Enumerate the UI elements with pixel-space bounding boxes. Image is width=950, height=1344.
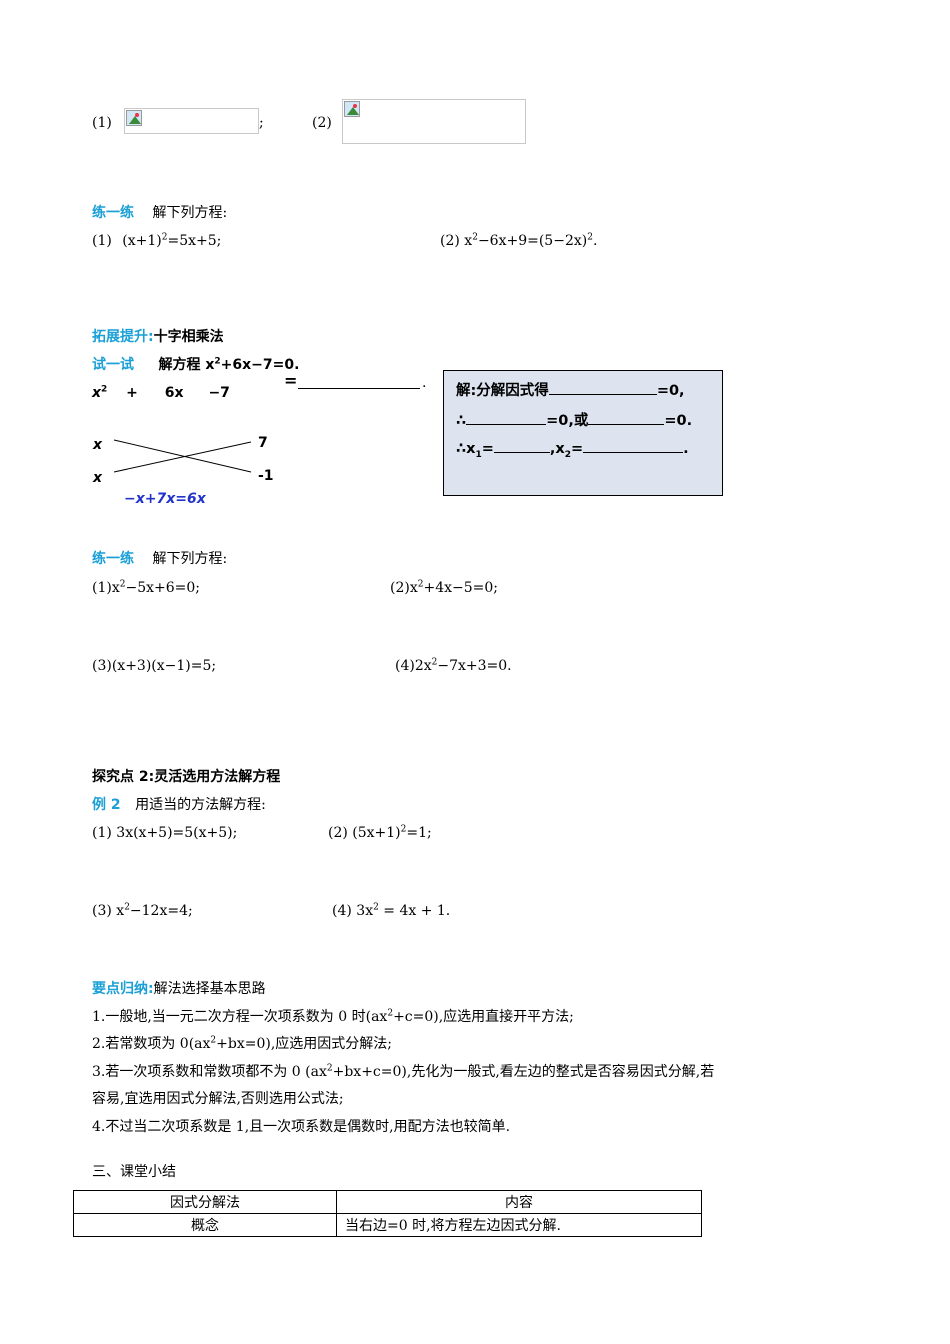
practice1-heading: 练一练 解下列方程: <box>92 205 228 221</box>
try-heading: 试一试 解方程 x2+6x−7=0. <box>92 356 300 373</box>
practice1-q1: (1) (x+1)2=5x+5; <box>92 232 222 249</box>
broken-image-icon <box>344 101 360 117</box>
summary-header-right: 内容 <box>336 1190 702 1214</box>
broken-image-1 <box>124 108 259 134</box>
explore2-q3: (3) x2−12x=4; <box>92 902 193 919</box>
cross-line-down <box>113 439 252 473</box>
table-row: 因式分解法 内容 <box>73 1190 702 1214</box>
cross-left-top: x <box>93 437 103 453</box>
practice2-q3: (3)(x+3)(x−1)=5; <box>92 658 217 674</box>
solution-box: 解:分解因式得=0, ∴=0,或=0. ∴x1=,x2=. <box>443 370 723 496</box>
broken-image-icon <box>126 110 142 126</box>
summary-row1-left: 概念 <box>73 1213 337 1237</box>
cross-left-bottom: x <box>93 470 103 486</box>
solution-line2: ∴=0,或=0. <box>456 413 693 429</box>
summary-row1-right: 当右边=0 时,将方程左边因式分解. <box>336 1213 702 1237</box>
cross-result: −x+7x=6x <box>124 491 206 507</box>
cross-lines <box>113 439 252 473</box>
practice2-q2: (2)x2+4x−5=0; <box>390 579 498 596</box>
answer-blank <box>298 388 420 389</box>
item2-label: (2) <box>312 115 332 131</box>
explore2-q4: (4) 3x2 = 4x + 1. <box>332 902 451 919</box>
summary-heading: 三、课堂小结 <box>92 1164 176 1180</box>
example2: 例 2 用适当的方法解方程: <box>92 797 266 813</box>
solution-line1: 解:分解因式得=0, <box>456 383 685 399</box>
key-point-2: 2.若常数项为 0(ax2+bx=0),应选用因式分解法; <box>92 1035 393 1052</box>
practice1-q2: (2) x2−6x+9=(5−2x)2. <box>440 232 598 249</box>
equals-sign: = <box>284 371 298 390</box>
summary-table: 因式分解法 内容 概念 当右边=0 时,将方程左边因式分解. <box>73 1190 702 1237</box>
key-point-3-cont: 容易,宜选用因式分解法,否则选用公式法; <box>92 1091 344 1107</box>
broken-image-2 <box>342 99 526 144</box>
cross-line-up <box>113 441 252 473</box>
practice2-q4: (4)2x2−7x+3=0. <box>395 657 512 674</box>
key-points-heading: 要点归纳:解法选择基本思路 <box>92 981 266 997</box>
key-point-4: 4.不过当二次项系数是 1,且一次项系数是偶数时,用配方法也较简单. <box>92 1119 511 1135</box>
extension-heading: 拓展提升:十字相乘法 <box>92 329 224 345</box>
cross-right-top: 7 <box>258 435 268 451</box>
table-row: 概念 当右边=0 时,将方程左边因式分解. <box>73 1213 702 1237</box>
key-point-1: 1.一般地,当一元二次方程一次项系数为 0 时(ax2+c=0),应选用直接开平… <box>92 1008 574 1025</box>
explore2-q2: (2) (5x+1)2=1; <box>328 824 432 841</box>
cross-right-bottom: -1 <box>258 468 274 484</box>
summary-header-left: 因式分解法 <box>73 1190 337 1214</box>
blank-end: . <box>422 375 427 391</box>
practice2-heading: 练一练 解下列方程: <box>92 551 228 567</box>
terms-row: x2 + 6x −7 <box>92 384 230 401</box>
explore2-heading: 探究点 2:灵活选用方法解方程 <box>92 769 281 785</box>
key-point-3: 3.若一次项系数和常数项都不为 0 (ax2+bx+c=0),先化为一般式,看左… <box>92 1063 715 1080</box>
item1-label: (1) <box>92 115 112 131</box>
separator: ; <box>259 115 264 131</box>
solution-line3: ∴x1=,x2=. <box>456 441 689 460</box>
explore2-q1: (1) 3x(x+5)=5(x+5); <box>92 825 238 841</box>
practice2-q1: (1)x2−5x+6=0; <box>92 579 200 596</box>
